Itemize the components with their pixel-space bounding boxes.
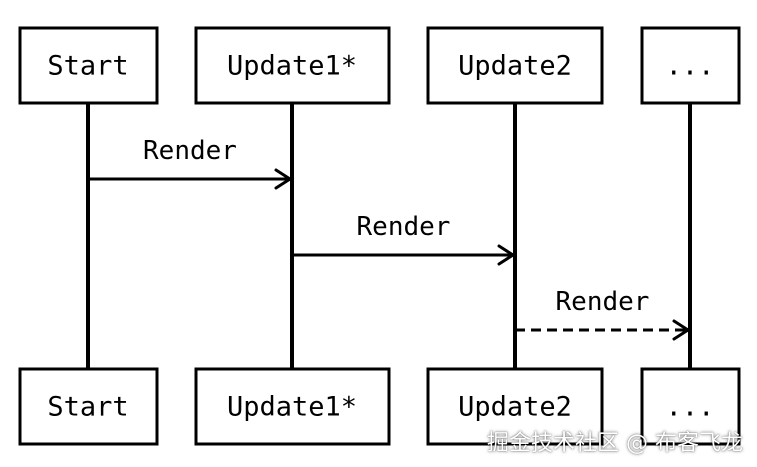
participant-label-update1-bottom: Update1* [227,392,357,423]
participant-label-start-top: Start [47,51,128,82]
arrowhead-1 [274,168,292,190]
participant-box-update1-bottom [194,367,391,446]
arrowhead-2 [497,244,515,266]
participant-boxes: StartStartUpdate1*Update1*Update2Update2… [18,26,741,446]
participant-box-update1-top [194,26,391,105]
watermark: 掘金技术社区 @ 布客飞龙 [487,431,743,456]
participant-label-update1-top: Update1* [227,51,357,82]
participant-box-start-top [18,26,159,105]
lifelines [86,103,692,369]
message-label-2: Render [357,212,451,242]
participant-label-start-bottom: Start [47,392,128,423]
participant-box-update2-top [426,26,604,105]
participant-box-update2-bottom [426,367,604,446]
participant-label-more-top: ... [666,51,715,82]
participant-label-update2-top: Update2 [458,51,572,82]
participant-box-more-bottom [640,367,741,446]
participant-box-more-top [640,26,741,105]
message-label-3: Render [556,287,650,317]
participant-label-update2-bottom: Update2 [458,392,572,423]
message-label-1: Render [143,136,237,166]
participant-box-start-bottom [18,367,159,446]
arrowhead-3 [672,319,690,341]
participant-label-more-bottom: ... [666,392,715,423]
